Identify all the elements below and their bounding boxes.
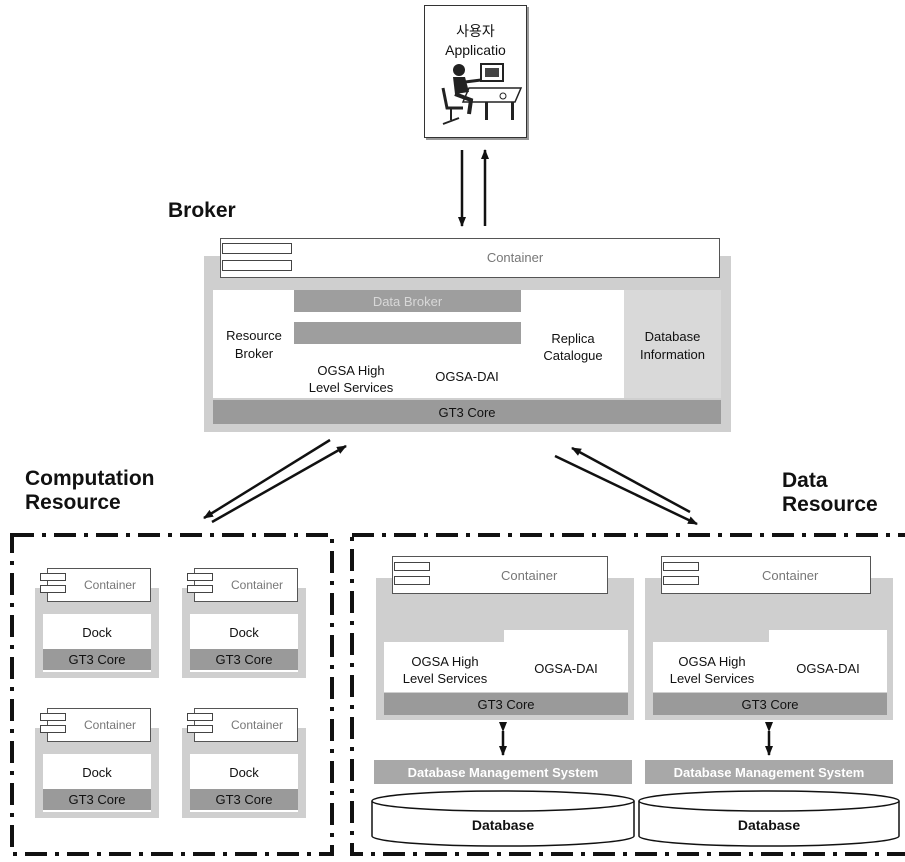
dbms-band: Database Management System (645, 760, 893, 784)
component-icon (187, 725, 213, 733)
dbinfo-label-1: Database (644, 329, 701, 344)
broker-heading: Broker (168, 199, 236, 222)
node-gt3-core: GT3 Core (43, 789, 151, 810)
data-node-ogsa-high-2: Level Services (669, 671, 755, 686)
broker-gt3-core: GT3 Core (213, 400, 721, 424)
data-node-container-label: Container (501, 568, 558, 583)
data-heading-1: Data (782, 469, 828, 492)
user-at-computer-icon (441, 63, 523, 125)
data-node-container: Container (661, 556, 871, 594)
component-icon (187, 713, 213, 721)
dock-label: Dock (82, 625, 112, 640)
data-node-ogsa-dai: OGSA-DAI (534, 661, 598, 676)
node-gt3-core: GT3 Core (43, 649, 151, 670)
arrow-data-to-broker (571, 446, 691, 514)
dock-label: Dock (229, 625, 259, 640)
broker-container-label: Container (486, 250, 544, 265)
data-node-gt3-core: GT3 Core (384, 693, 628, 715)
node-gt3-core: GT3 Core (190, 649, 298, 670)
computation-node: Container Dock GT3 Core (35, 568, 159, 678)
application-label: Applicatio (445, 42, 506, 58)
component-icon (663, 576, 699, 585)
computation-heading-1: Computation (25, 467, 155, 490)
database-information-box (624, 290, 721, 398)
dock-label: Dock (229, 765, 259, 780)
broker-container: Container (220, 238, 720, 278)
broker-ogsa-high-2: Level Services (308, 380, 394, 395)
arrow-broker-to-data (554, 454, 698, 526)
computation-boundary (10, 533, 334, 856)
node-container-label: Container (231, 718, 284, 732)
node-gt3-core: GT3 Core (190, 789, 298, 810)
replica-label-1: Replica (551, 331, 595, 346)
component-icon (222, 260, 292, 271)
database-cylinder-1 (371, 790, 635, 847)
data-broker-label: Data Broker (372, 294, 443, 309)
component-icon (394, 576, 430, 585)
node-container-label: Container (84, 578, 137, 592)
data-node-gt3-core: GT3 Core (653, 693, 887, 715)
broker-ogsa-dai: OGSA-DAI (435, 369, 499, 384)
component-icon (40, 573, 66, 581)
database-label: Database (737, 817, 801, 833)
computation-node: Container Dock GT3 Core (182, 708, 306, 818)
node-container-label: Container (231, 578, 284, 592)
resource-broker-label-1: Resource (226, 328, 282, 343)
computation-heading-2: Resource (25, 491, 121, 514)
resource-broker-label-2: Broker (234, 346, 274, 361)
arrow-broker-to-computation (203, 438, 331, 520)
dock-label: Dock (82, 765, 112, 780)
component-icon (40, 585, 66, 593)
component-icon (222, 243, 292, 254)
arrow-computation-to-broker (211, 444, 347, 524)
computation-node: Container Dock GT3 Core (35, 708, 159, 818)
data-node: Container OGSA High Level Services OGSA-… (645, 556, 893, 720)
component-icon (40, 725, 66, 733)
component-icon (187, 585, 213, 593)
component-icon (187, 573, 213, 581)
data-boundary (350, 533, 905, 856)
dbms-band: Database Management System (374, 760, 632, 784)
data-broker-sub-band (294, 322, 521, 344)
user-label: 사용자 (456, 23, 495, 39)
broker-ogsa-high-1: OGSA High (317, 363, 385, 378)
computation-node: Container Dock GT3 Core (182, 568, 306, 678)
data-node-container-label: Container (762, 568, 819, 583)
database-cylinder-2 (638, 790, 900, 847)
user-application-box: 사용자 Applicatio (424, 5, 527, 138)
component-icon (40, 713, 66, 721)
node-container-label: Container (84, 718, 137, 732)
data-node-ogsa-high-2: Level Services (402, 671, 488, 686)
dbinfo-label-2: Information (639, 347, 706, 362)
data-heading-2: Resource (782, 493, 878, 516)
data-node: Container OGSA High Level Services OGSA-… (376, 556, 634, 720)
data-node-ogsa-high-1: OGSA High (678, 654, 746, 669)
broker-ogsa-high-box (294, 353, 408, 397)
data-node-ogsa-dai: OGSA-DAI (796, 661, 860, 676)
component-icon (663, 562, 699, 571)
component-icon (394, 562, 430, 571)
data-broker-band: Data Broker (294, 290, 521, 312)
replica-label-2: Catalogue (543, 348, 603, 363)
data-node-ogsa-high-1: OGSA High (411, 654, 479, 669)
database-label: Database (471, 817, 535, 833)
